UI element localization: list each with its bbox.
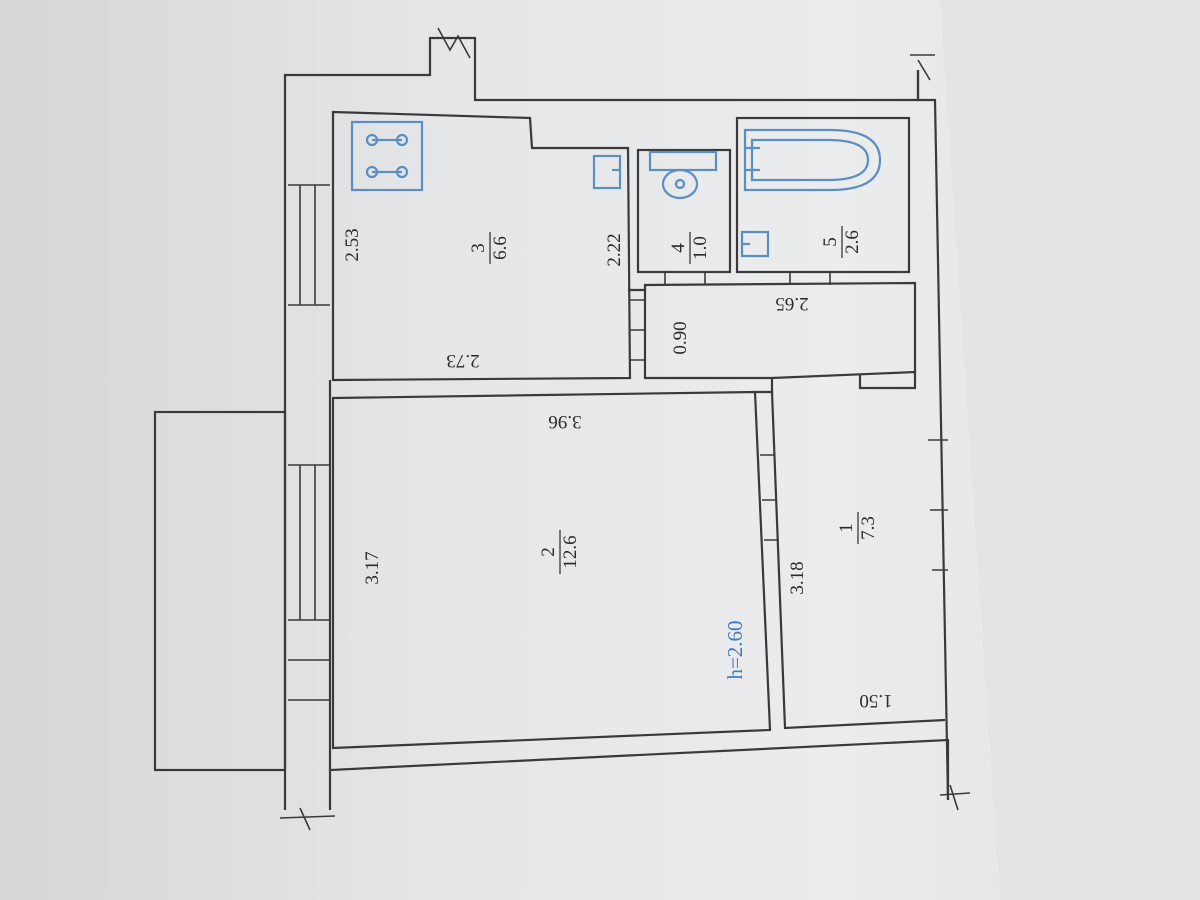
- room-4-number: 4: [668, 243, 689, 253]
- dim-bath-bottom: 2.65: [775, 293, 808, 314]
- dim-kitchen-right: 2.22: [604, 233, 625, 266]
- room-1-area: 7.3: [858, 516, 879, 540]
- toilet-icon: [648, 150, 718, 200]
- dim-room-top: 3.96: [548, 411, 581, 432]
- dim-corridor-width: 0.90: [670, 321, 691, 354]
- room-1-label: 1 7.3: [836, 512, 879, 544]
- dim-hall-bottom: 1.50: [859, 690, 892, 711]
- hall-walls: [755, 390, 946, 730]
- room-1-number: 1: [836, 523, 857, 533]
- balcony: [153, 410, 287, 772]
- windows: [288, 184, 948, 701]
- room-4-area: 1.0: [690, 236, 711, 260]
- room-3-label: 3 6.6: [468, 232, 511, 264]
- room-5-label: 5 2.6: [820, 226, 863, 258]
- dim-kitchen-left: 2.53: [342, 228, 363, 261]
- room-3-number: 3: [468, 243, 489, 253]
- room-3-area: 6.6: [490, 236, 511, 260]
- bathroom-walls: [735, 116, 911, 274]
- ceiling-height-label: h=2.60: [723, 620, 747, 679]
- room-2-label: 2 12.6: [538, 530, 581, 574]
- washbasin-icon: [740, 230, 770, 258]
- toilet-walls: [636, 148, 732, 274]
- room-5-number: 5: [820, 237, 841, 247]
- room-2-number: 2: [538, 547, 559, 557]
- corridor-walls: [628, 288, 774, 395]
- bathtub-icon: [743, 128, 882, 192]
- stove-icon: [350, 120, 424, 192]
- kitchen-walls: [331, 110, 632, 382]
- room-2-area: 12.6: [560, 535, 581, 568]
- living-room-walls: [331, 390, 772, 750]
- dim-kitchen-bottom: 2.73: [446, 350, 479, 371]
- room-5-area: 2.6: [842, 230, 863, 254]
- dim-room-left: 3.17: [362, 551, 383, 584]
- paper-edge: [940, 0, 1200, 900]
- dim-hall-left: 3.18: [787, 561, 808, 594]
- outer-walls: [279, 27, 971, 831]
- room-4-label: 4 1.0: [668, 232, 711, 264]
- sink-icon: [592, 154, 622, 190]
